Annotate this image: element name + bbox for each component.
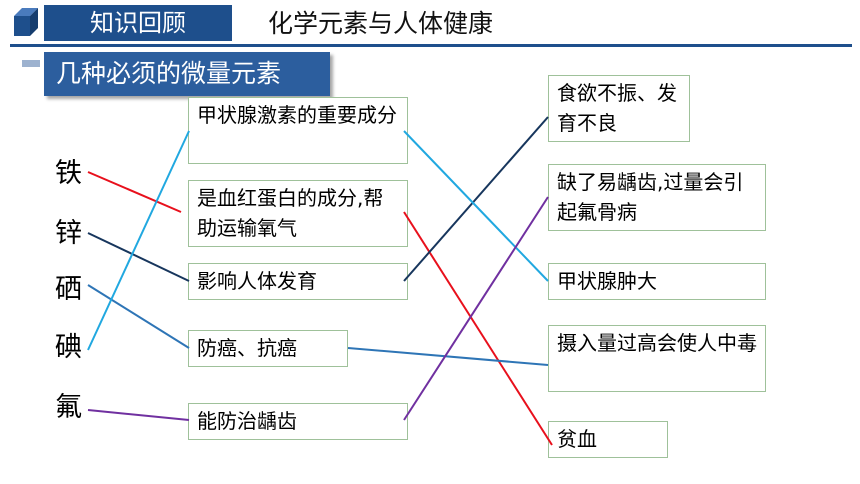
function-text: 能防治龋齿 — [197, 409, 297, 433]
symptom-box-goiter: 甲状腺肿大 — [548, 263, 766, 300]
line-anti-caries-caries — [403, 196, 549, 421]
line-iron-hemoglobin — [87, 171, 182, 213]
function-text: 是血红蛋白的成分,帮助运输氧气 — [197, 186, 384, 240]
element-iodine: 碘 — [55, 332, 82, 363]
line-anticancer-poisoning — [347, 347, 549, 366]
symptom-box-caries: 缺了易龋齿,过量会引起氟骨病 — [548, 164, 766, 231]
section-tag: 知识回顾 — [44, 5, 232, 41]
function-text: 甲状腺激素的重要成分 — [197, 103, 397, 127]
symptom-text: 甲状腺肿大 — [557, 269, 657, 293]
function-box-development: 影响人体发育 — [188, 263, 408, 300]
symptom-box-anemia: 贫血 — [548, 421, 668, 458]
function-box-thyroid-hormone: 甲状腺激素的重要成分 — [188, 97, 408, 164]
line-selenium-anticancer — [87, 284, 190, 349]
symptom-text: 缺了易龋齿,过量会引起氟骨病 — [557, 170, 744, 224]
function-box-anti-caries: 能防治龋齿 — [188, 403, 408, 440]
line-iodine-thyroid — [87, 130, 190, 351]
element-fluorine: 氟 — [55, 392, 82, 423]
symptom-text: 食欲不振、发育不良 — [557, 81, 677, 135]
subtitle-accent — [22, 60, 40, 67]
line-hemoglobin-anemia — [403, 211, 553, 446]
function-box-anticancer: 防癌、抗癌 — [188, 330, 348, 367]
function-box-hemoglobin: 是血红蛋白的成分,帮助运输氧气 — [188, 180, 408, 247]
function-text: 影响人体发育 — [197, 269, 317, 293]
line-fluorine-anti-caries — [87, 409, 190, 421]
element-selenium: 硒 — [55, 274, 82, 305]
cube-icon — [14, 8, 38, 36]
symptom-box-poisoning: 摄入量过高会使人中毒 — [548, 325, 766, 392]
element-iron: 铁 — [55, 158, 82, 189]
symptom-box-appetite: 食欲不振、发育不良 — [548, 75, 690, 142]
symptom-text: 摄入量过高会使人中毒 — [557, 331, 757, 355]
line-zinc-development — [87, 232, 190, 282]
header-divider — [10, 44, 852, 47]
symptom-text: 贫血 — [557, 427, 597, 451]
subtitle-banner: 几种必须的微量元素 — [44, 52, 330, 96]
page-title: 化学元素与人体健康 — [268, 9, 494, 38]
element-zinc: 锌 — [55, 218, 82, 249]
line-thyroid-goiter — [403, 130, 549, 282]
function-text: 防癌、抗癌 — [197, 336, 297, 360]
line-development-appetite — [403, 116, 549, 282]
